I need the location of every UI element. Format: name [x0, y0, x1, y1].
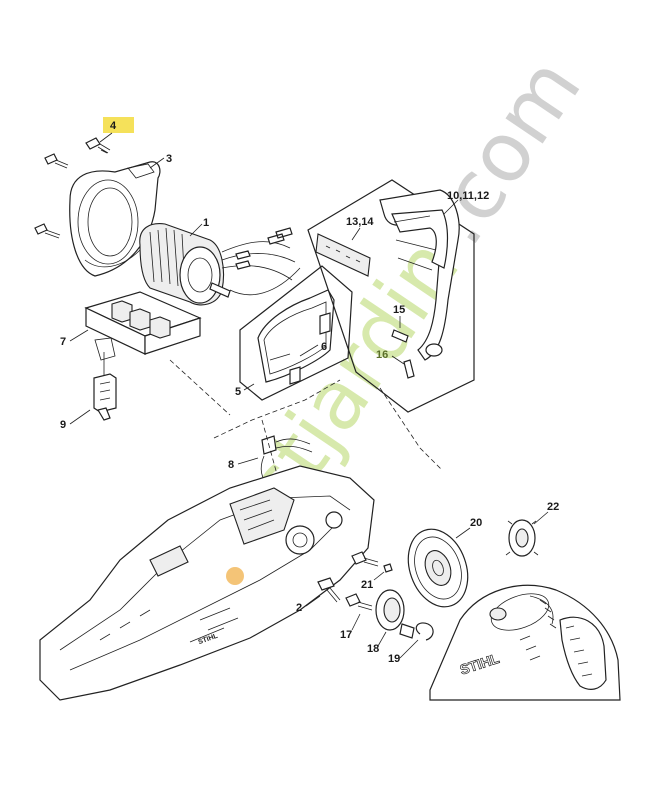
part-20-sprocket: 20: [407, 517, 482, 608]
label-6[interactable]: 6: [321, 341, 327, 353]
part-19-circlip: 19: [388, 622, 434, 665]
part-1-motor: 1: [139, 217, 301, 306]
label-5[interactable]: 5: [235, 386, 241, 398]
part-17-bolt: 17: [340, 593, 373, 641]
label-10-11-12[interactable]: 10,11,12: [447, 190, 489, 202]
label-15[interactable]: 15: [393, 304, 405, 316]
label-1[interactable]: 1: [203, 217, 209, 229]
label-20[interactable]: 20: [470, 517, 482, 529]
label-18[interactable]: 18: [367, 643, 379, 655]
label-2[interactable]: 2: [296, 602, 302, 614]
label-21[interactable]: 21: [361, 579, 373, 591]
watermark-dot: [226, 567, 244, 585]
part-9-switch: 9: [60, 352, 117, 431]
label-4[interactable]: 4: [110, 120, 117, 132]
part-8-cable: 8: [228, 435, 313, 489]
part-4-screw: 4: [85, 117, 134, 154]
motor-housing-body: [39, 465, 375, 701]
label-17[interactable]: 17: [340, 629, 352, 641]
part-3-housing: 3: [69, 153, 172, 277]
label-19[interactable]: 19: [388, 653, 400, 665]
label-9[interactable]: 9: [60, 419, 66, 431]
part-10-handle-group: 10,11,12 13,14 15 16: [307, 179, 489, 413]
label-3[interactable]: 3: [166, 153, 172, 165]
label-8[interactable]: 8: [228, 459, 234, 471]
part-2-bolt: 2: [296, 577, 341, 614]
label-7[interactable]: 7: [60, 336, 66, 348]
part-21-screws: 21: [351, 551, 393, 591]
label-22[interactable]: 22: [547, 501, 559, 513]
part-5-gasket-group: 6 5: [235, 265, 353, 401]
assembly-lines: [169, 359, 443, 479]
label-16[interactable]: 16: [376, 349, 388, 361]
screw-upper-left: [44, 153, 69, 169]
label-13-14[interactable]: 13,14: [346, 216, 374, 228]
sprocket-cover: STIHL: [429, 584, 621, 701]
part-18-washer: 18: [367, 589, 415, 655]
highlight-box: [103, 117, 134, 133]
screw-lower-left: [34, 223, 61, 239]
part-7-terminal-block: 7: [60, 291, 202, 361]
part-22-gear: 22: [505, 501, 559, 557]
